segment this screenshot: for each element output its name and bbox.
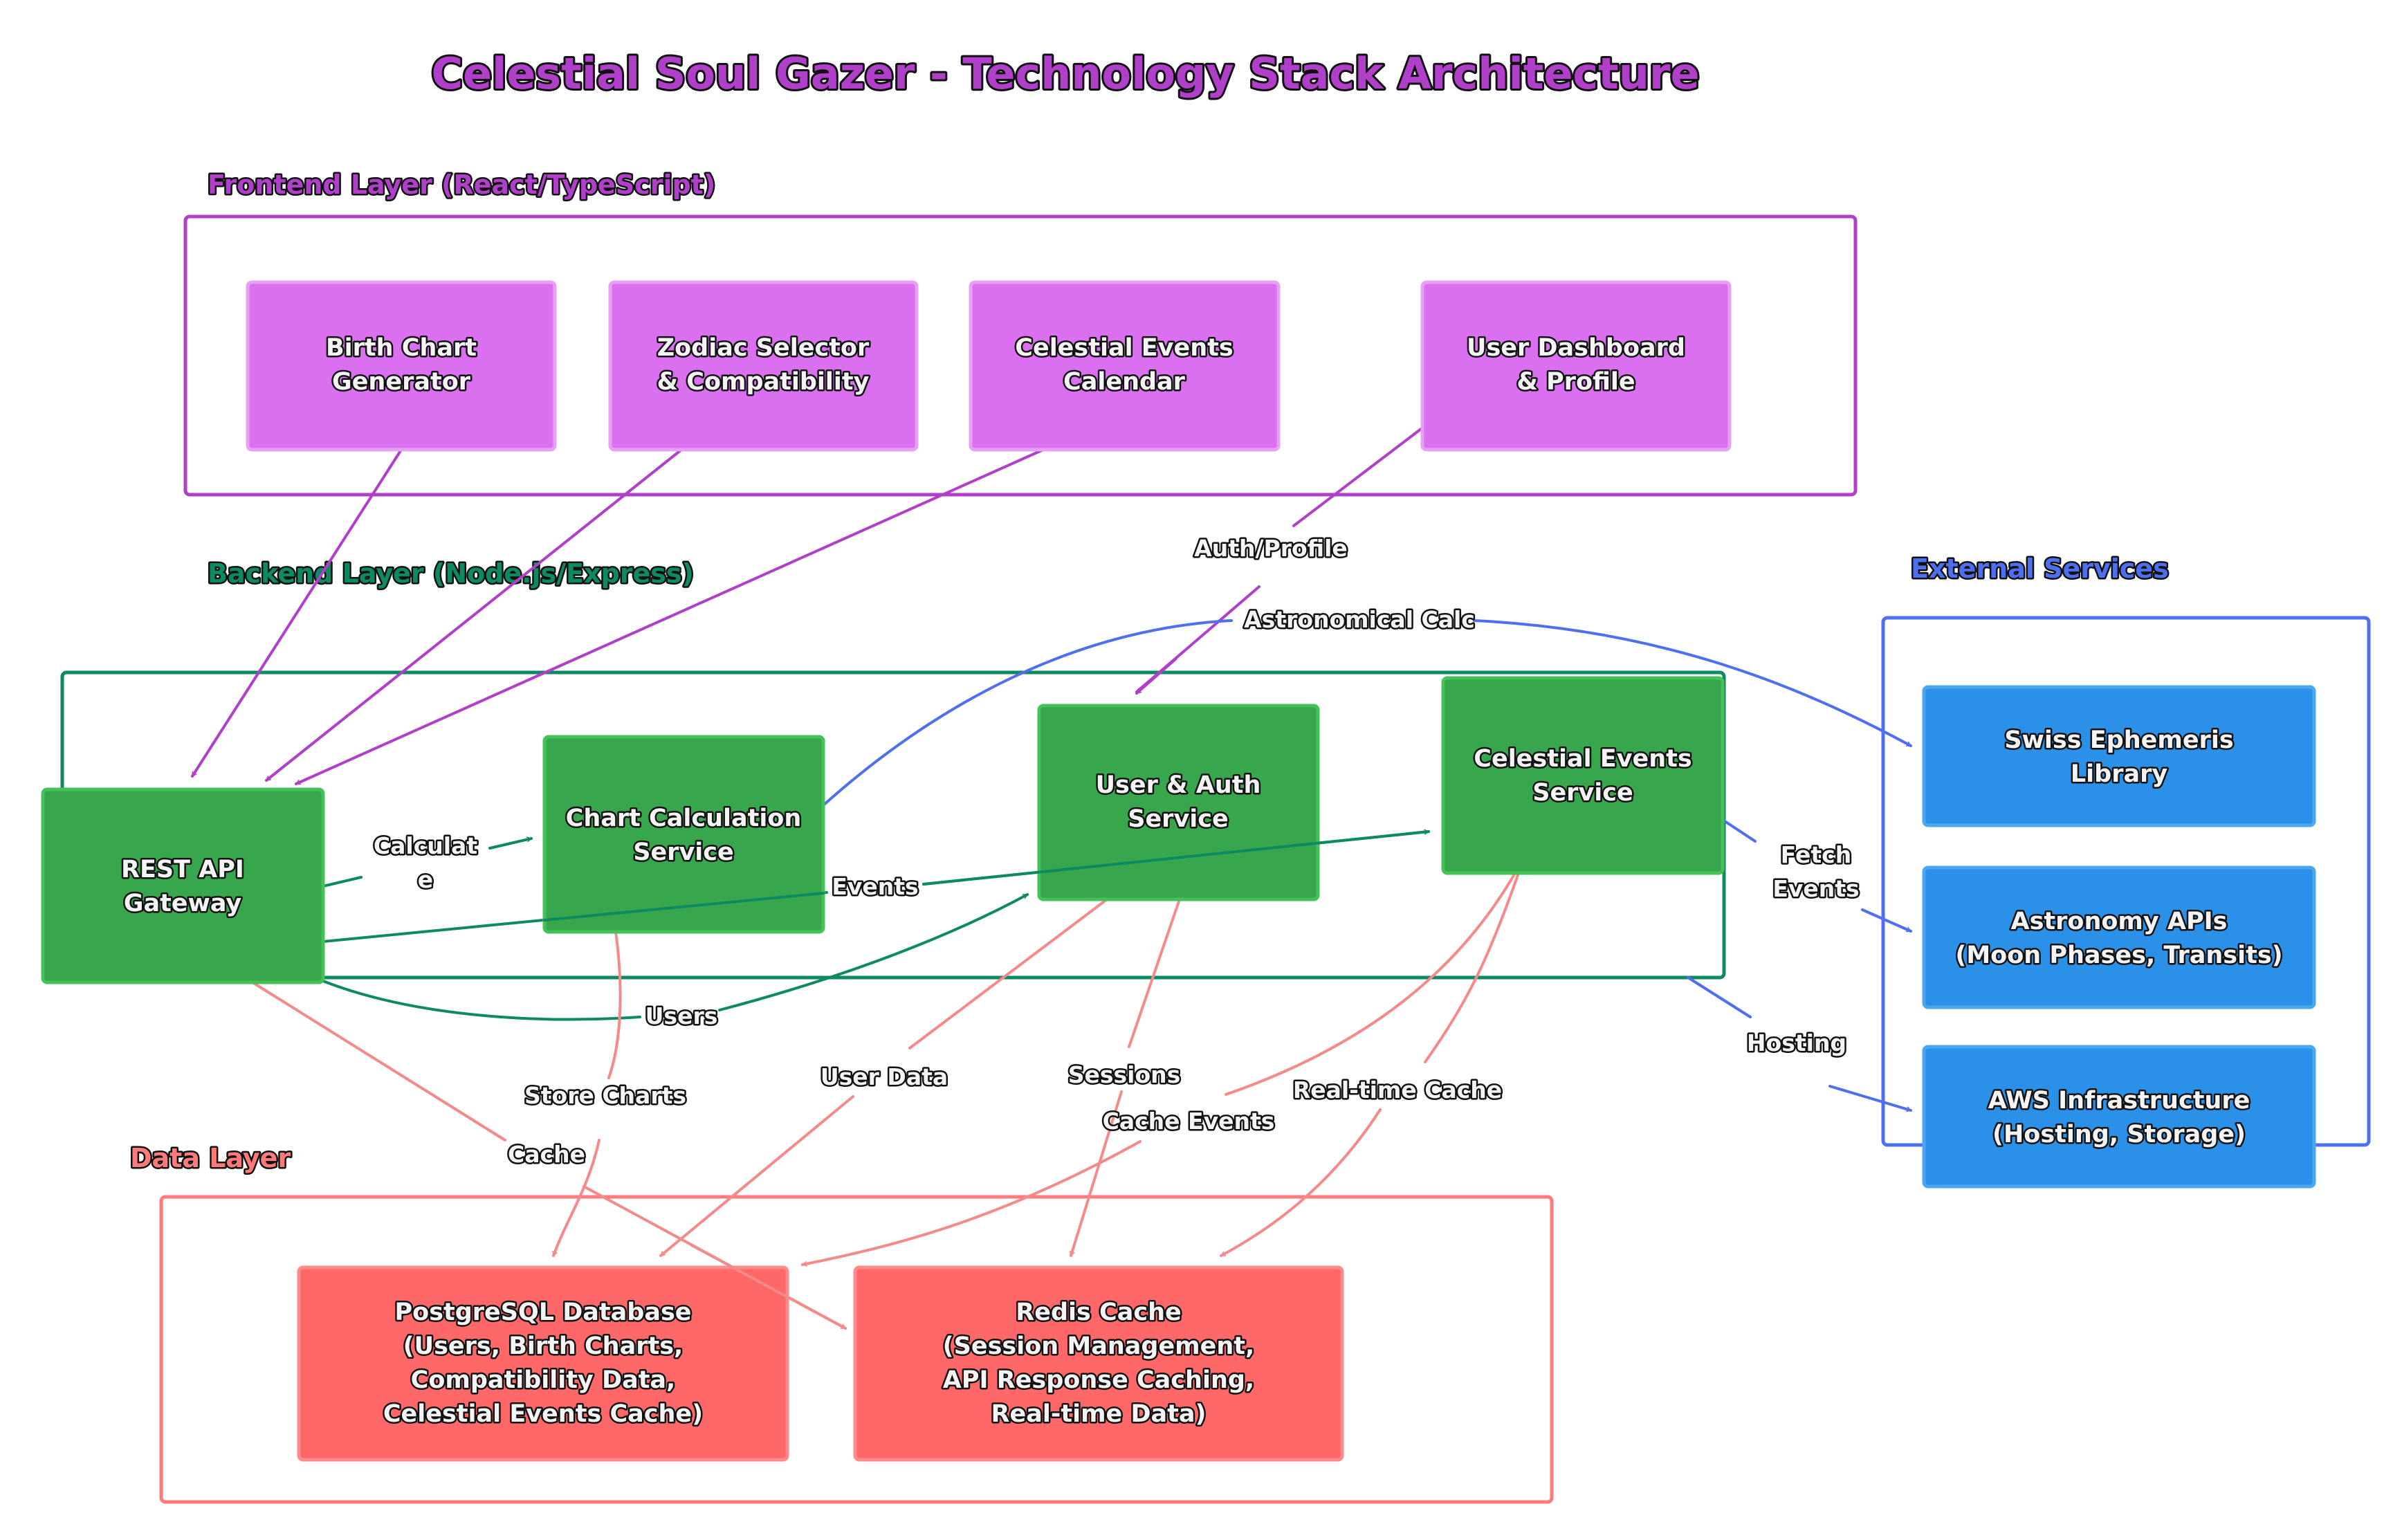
edge-auth-to-redis (1071, 898, 1181, 1256)
node-label: Astronomy APIs (2011, 908, 2228, 935)
node-redis-cache[interactable]: Redis Cache (Session Management, API Res… (853, 1265, 1344, 1462)
edge-label-fetch-events-wrap: Events (1772, 875, 1859, 902)
node-label: Swiss Ephemeris (2004, 726, 2233, 754)
node-label: Celestial Events (1474, 745, 1692, 773)
node-label: (Users, Birth Charts, (403, 1332, 684, 1360)
node-label: Redis Cache (1016, 1299, 1181, 1326)
node-aws-infrastructure[interactable]: AWS Infrastructure (Hosting, Storage) (1922, 1045, 2316, 1189)
edge-label-users: Users (645, 1002, 718, 1029)
node-label: Zodiac Selector (657, 334, 870, 362)
node-postgresql-database[interactable]: PostgreSQL Database (Users, Birth Charts… (297, 1265, 789, 1462)
edge-gateway-to-chartcalc-head (488, 836, 533, 850)
edge-backend-to-aws (1687, 976, 1911, 1110)
external-services-label: External Services (1911, 553, 2169, 584)
edge-label-store-charts: Store Charts (524, 1082, 686, 1109)
edge-label-fetch-events: Fetch (1781, 841, 1851, 868)
node-zodiac-selector[interactable]: Zodiac Selector & Compatibility (608, 280, 919, 452)
node-label: (Hosting, Storage) (1992, 1121, 2246, 1148)
node-astronomy-apis[interactable]: Astronomy APIs (Moon Phases, Transits) (1922, 865, 2316, 1009)
data-layer-label: Data Layer (130, 1143, 291, 1173)
node-label: REST API (121, 856, 244, 883)
edge-events-to-astronomy (1721, 818, 1911, 931)
edge-label-astronomical-calc: Astronomical Calc (1244, 606, 1475, 633)
node-label: Chart Calculation (566, 805, 802, 832)
edge-gateway-to-redis-overlay (690, 1244, 847, 1330)
node-celestial-events-service[interactable]: Celestial Events Service (1441, 676, 1725, 875)
node-label: Calendar (1063, 368, 1186, 396)
edge-gateway-to-auth (322, 895, 1027, 1021)
edge-birth-chart-to-gateway (191, 448, 403, 778)
node-chart-calculation-service[interactable]: Chart Calculation Service (542, 735, 825, 934)
node-label: Celestial Events (1015, 334, 1233, 362)
edge-label-events: Events (832, 873, 918, 900)
node-label: PostgreSQL Database (394, 1299, 691, 1326)
edge-label-cache: Cache (508, 1141, 585, 1168)
node-user-dashboard[interactable]: User Dashboard & Profile (1420, 280, 1732, 452)
edge-chartcalc-to-swiss (822, 619, 1911, 807)
edge-label-calculate-wrap: e (418, 866, 433, 893)
edge-zodiac-to-gateway (265, 448, 683, 782)
node-user-auth-service[interactable]: User & Auth Service (1037, 704, 1320, 901)
node-label: Library (2071, 760, 2167, 788)
edge-chartcalc-to-postgres (553, 931, 622, 1256)
edge-events-to-postgres (803, 872, 1516, 1265)
node-label: & Profile (1516, 368, 1635, 396)
node-label: & Compatibility (657, 368, 870, 396)
edge-events-to-redis (1221, 872, 1520, 1256)
edge-auth-to-postgres (661, 898, 1108, 1256)
node-label: Birth Chart (326, 334, 477, 362)
edge-label-cache-events: Cache Events (1103, 1108, 1275, 1135)
node-label: (Session Management, (943, 1332, 1255, 1360)
edge-label-sessions: Sessions (1068, 1061, 1181, 1088)
edge-label-user-data: User Data (820, 1063, 948, 1090)
edge-dashboard-to-auth-head (1135, 657, 1177, 695)
node-label: AWS Infrastructure (1988, 1087, 2250, 1115)
backend-layer-label: Backend Layer (Node.js/Express) (208, 558, 694, 589)
data-layer-container (159, 1195, 1554, 1504)
node-label: Service (1532, 779, 1633, 807)
node-swiss-ephemeris[interactable]: Swiss Ephemeris Library (1922, 685, 2316, 827)
node-label: Generator (332, 368, 471, 396)
frontend-layer-label: Frontend Layer (React/TypeScript) (208, 169, 715, 200)
edge-label-calculate: Calculat (374, 832, 477, 859)
node-label: Service (633, 838, 734, 866)
frontend-layer-container (183, 214, 1858, 497)
edge-gateway-to-chartcalc (322, 876, 363, 888)
edge-label-realtime-cache: Real-time Cache (1293, 1076, 1502, 1103)
edge-calendar-to-gateway (295, 448, 1045, 785)
node-label: Real-time Data) (991, 1400, 1207, 1428)
node-birth-chart-generator[interactable]: Birth Chart Generator (246, 280, 557, 452)
edge-label-hosting: Hosting (1747, 1029, 1846, 1056)
node-label: Service (1128, 805, 1229, 833)
node-rest-api-gateway[interactable]: REST API Gateway (41, 787, 325, 984)
node-celestial-events-calendar[interactable]: Celestial Events Calendar (969, 280, 1281, 452)
node-label: API Response Caching, (943, 1366, 1254, 1394)
diagram-title: Celestial Soul Gazer - Technology Stack … (431, 48, 1699, 99)
node-label: User Dashboard (1467, 334, 1685, 362)
node-label: Compatibility Data, (411, 1366, 676, 1394)
node-label: User & Auth (1096, 771, 1261, 799)
node-label: Celestial Events Cache) (383, 1400, 703, 1428)
node-label: Gateway (124, 890, 242, 917)
edge-gateway-to-events-overlay (543, 830, 1430, 922)
edge-label-auth-profile: Auth/Profile (1194, 535, 1348, 562)
node-label: (Moon Phases, Transits) (1955, 942, 2282, 969)
